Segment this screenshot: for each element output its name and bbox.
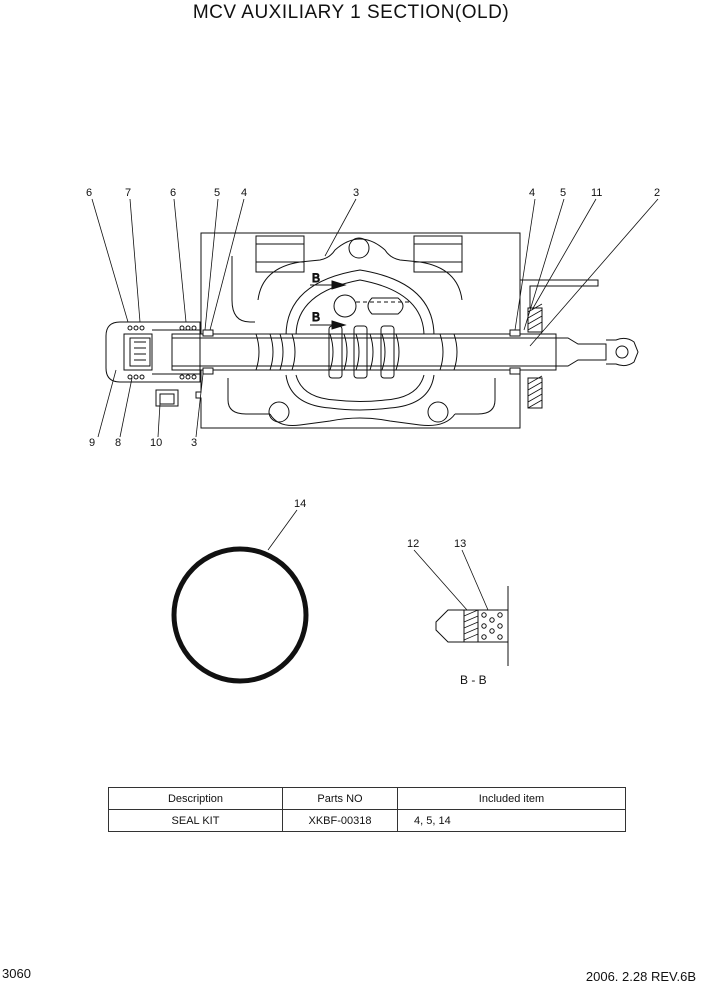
spring-cap [105, 321, 201, 407]
right-plate [520, 279, 599, 409]
callout-4: 4 [529, 187, 535, 199]
callout-2: 2 [654, 187, 660, 199]
valve-body [195, 232, 521, 429]
callout-10: 10 [150, 437, 162, 449]
column-header: Included item [397, 787, 626, 810]
callout-12: 12 [407, 538, 419, 550]
callout-7: 7 [125, 187, 131, 199]
callout-6: 6 [86, 187, 92, 199]
section-caption: B - B [460, 673, 487, 687]
page-title: MCV AUXILIARY 1 SECTION(OLD) [192, 2, 510, 23]
section-bb-detail [435, 586, 509, 666]
callout-14: 14 [294, 498, 306, 510]
leader-lines [91, 198, 659, 611]
callout-6: 6 [170, 187, 176, 199]
callout-13: 13 [454, 538, 466, 550]
callout-4: 4 [241, 187, 247, 199]
callout-labels: 6 7 6 5 4 3 4 5 11 2 9 8 10 3 14 12 13 [86, 187, 660, 550]
section-b-lower: B [312, 310, 320, 324]
callout-9: 9 [89, 437, 95, 449]
callout-5: 5 [214, 187, 220, 199]
parts-no-cell: XKBF-00318 [282, 809, 398, 832]
oring-14 [171, 546, 309, 684]
callout-5: 5 [560, 187, 566, 199]
parts-table: Description Parts NO Included item SEAL … [108, 787, 626, 832]
callout-3: 3 [353, 187, 359, 199]
included-cell: 4, 5, 14 [397, 809, 626, 832]
callout-11: 11 [591, 187, 602, 199]
table-header-row: Description Parts NO Included item [108, 787, 626, 810]
callout-3: 3 [191, 437, 197, 449]
column-header: Description [108, 787, 283, 810]
column-header: Parts NO [282, 787, 398, 810]
section-marks: B B [310, 271, 347, 330]
callout-8: 8 [115, 437, 121, 449]
table-row: SEAL KIT XKBF-00318 4, 5, 14 [108, 809, 626, 832]
description-cell: SEAL KIT [108, 809, 283, 832]
revision-date: 2006. 2.28 REV.6B [585, 969, 696, 984]
section-b-upper: B [312, 271, 320, 285]
page-number: 3060 [2, 966, 31, 981]
spool [171, 325, 639, 379]
